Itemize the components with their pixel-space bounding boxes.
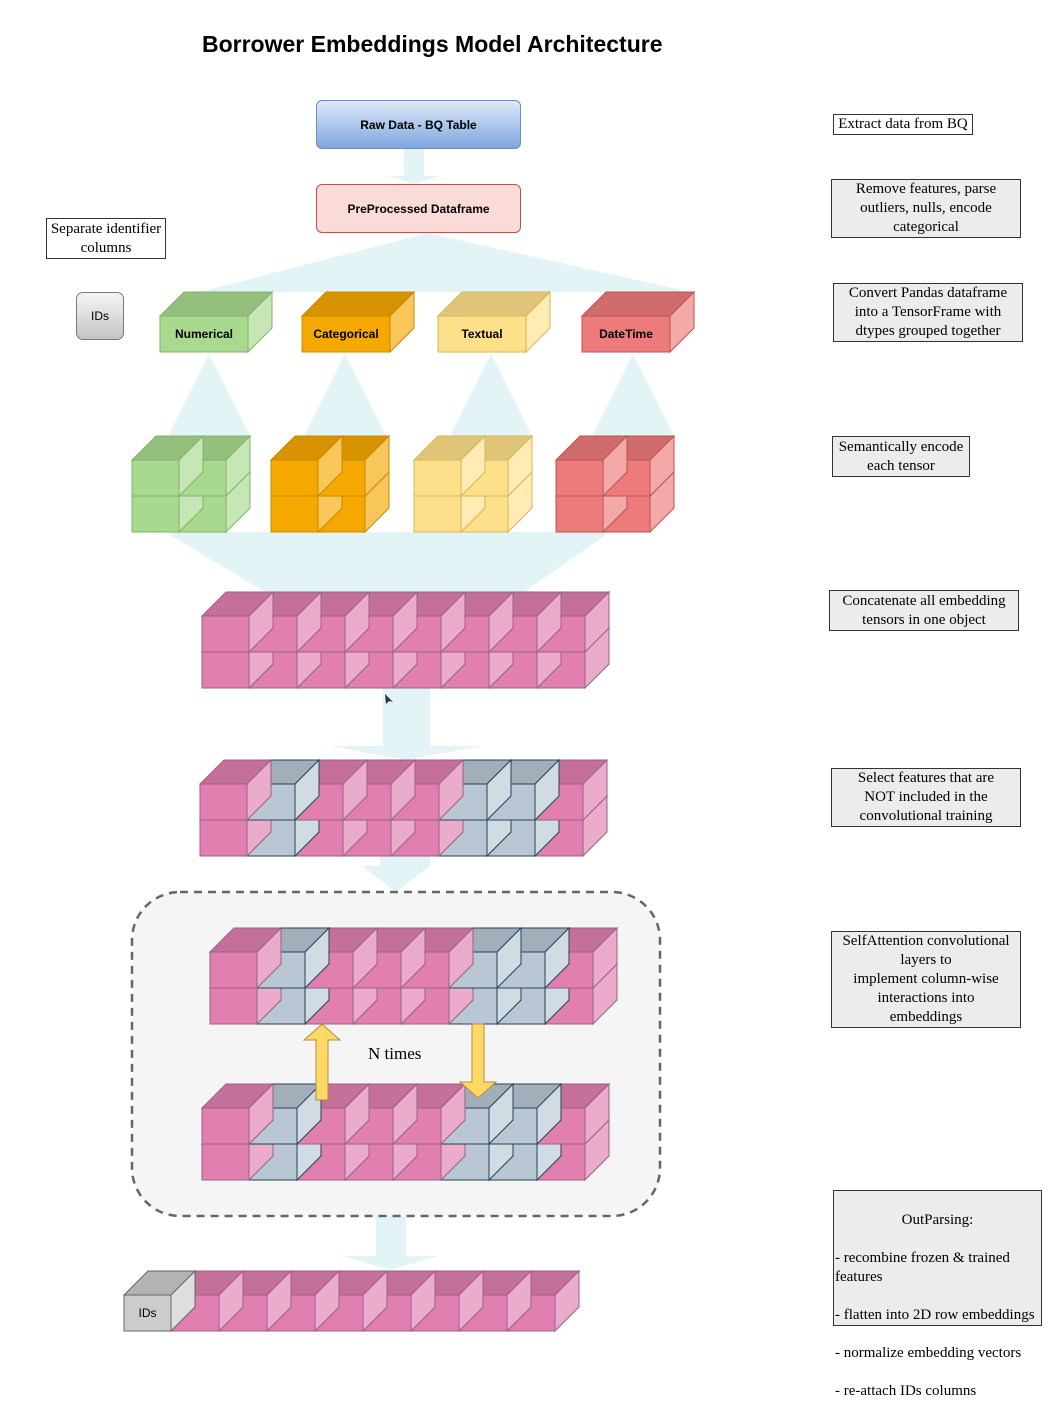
loop-down-arrow bbox=[458, 1023, 498, 1099]
arrow-numerical-encode bbox=[168, 354, 250, 436]
attention-input-row bbox=[200, 1082, 611, 1182]
concatenated-embeddings bbox=[200, 590, 611, 690]
cube-layers bbox=[122, 290, 696, 1333]
dtype-group-cube bbox=[580, 290, 696, 354]
note-outparsing: OutParsing: - recombine frozen & trained… bbox=[833, 1190, 1042, 1399]
arrow-merge bbox=[165, 532, 610, 595]
outparsing-item: - flatten into 2D row embeddings bbox=[835, 1307, 1035, 1323]
embedding-cell bbox=[536, 590, 611, 654]
preprocessed-box: PreProcessed Dataframe bbox=[316, 184, 521, 233]
selected-features-row bbox=[198, 758, 609, 858]
note-concat: Concatenate all embedding tensors in one… bbox=[829, 590, 1019, 631]
dtype-group-cube bbox=[300, 290, 416, 354]
ids-box: IDs bbox=[76, 292, 124, 340]
encoded-tensor-block bbox=[554, 434, 676, 534]
tensor-cell bbox=[130, 434, 205, 498]
encoded-tensor-block bbox=[412, 434, 534, 534]
dtype-group-cube bbox=[158, 290, 274, 354]
categorical-label: Categorical bbox=[313, 327, 379, 341]
encoded-tensor-block bbox=[130, 434, 252, 534]
datetime-label: DateTime bbox=[599, 327, 653, 341]
outparsing-item: - recombine frozen & trained features bbox=[835, 1250, 1010, 1285]
arrow-textual-encode bbox=[450, 354, 532, 436]
attention-output-row bbox=[208, 926, 619, 1026]
dtype-group-cube bbox=[436, 290, 552, 354]
raw-data-box: Raw Data - BQ Table bbox=[316, 100, 521, 149]
arrow-raw-to-preprocessed bbox=[388, 149, 440, 184]
arrow-datetime-encode bbox=[592, 354, 674, 436]
output-cell bbox=[266, 1269, 341, 1333]
embedding-cell bbox=[198, 758, 273, 822]
outparsing-item: - normalize embedding vectors bbox=[835, 1345, 1022, 1361]
arrow-select-to-loop bbox=[362, 856, 430, 892]
textual-label: Textual bbox=[461, 327, 503, 341]
output-embedding-row bbox=[122, 1269, 581, 1333]
outparsing-title: OutParsing: bbox=[901, 1212, 974, 1228]
embedding-cell bbox=[208, 926, 283, 990]
note-select: Select features that are NOT included in… bbox=[831, 768, 1021, 827]
embedding-cell bbox=[200, 1082, 275, 1146]
loop-up-arrow bbox=[302, 1023, 342, 1101]
arrow-fan-out bbox=[200, 233, 690, 292]
note-extract: Extract data from BQ bbox=[833, 114, 973, 135]
output-ids-cell bbox=[122, 1269, 197, 1333]
encoded-tensor-block bbox=[269, 434, 391, 534]
cursor-icon bbox=[385, 694, 393, 704]
note-encode: Semantically encode each tensor bbox=[832, 436, 970, 477]
arrow-loop-to-output bbox=[344, 1198, 438, 1270]
note-attention: SelfAttention convolutional layers to im… bbox=[831, 931, 1021, 1028]
loop-label: N times bbox=[368, 1044, 422, 1063]
tensor-cell bbox=[554, 434, 629, 498]
output-ids-label: IDs bbox=[138, 1305, 157, 1320]
embedding-cell bbox=[200, 590, 275, 654]
tensor-cell bbox=[412, 434, 487, 498]
note-convert: Convert Pandas dataframe into a TensorFr… bbox=[833, 283, 1023, 342]
arrow-concat-to-select bbox=[330, 688, 482, 760]
numerical-label: Numerical bbox=[174, 327, 234, 341]
architecture-diagram bbox=[122, 149, 696, 1333]
flow-arrows bbox=[165, 149, 690, 1270]
tensor-cell bbox=[269, 434, 344, 498]
outparsing-item: - re-attach IDs columns bbox=[835, 1383, 977, 1399]
note-separate-ids: Separate identifier columns bbox=[46, 218, 166, 259]
arrow-categorical-encode bbox=[304, 354, 386, 436]
note-preprocess: Remove features, parse outliers, nulls, … bbox=[831, 179, 1021, 238]
diagram-title: Borrower Embeddings Model Architecture bbox=[202, 31, 663, 57]
